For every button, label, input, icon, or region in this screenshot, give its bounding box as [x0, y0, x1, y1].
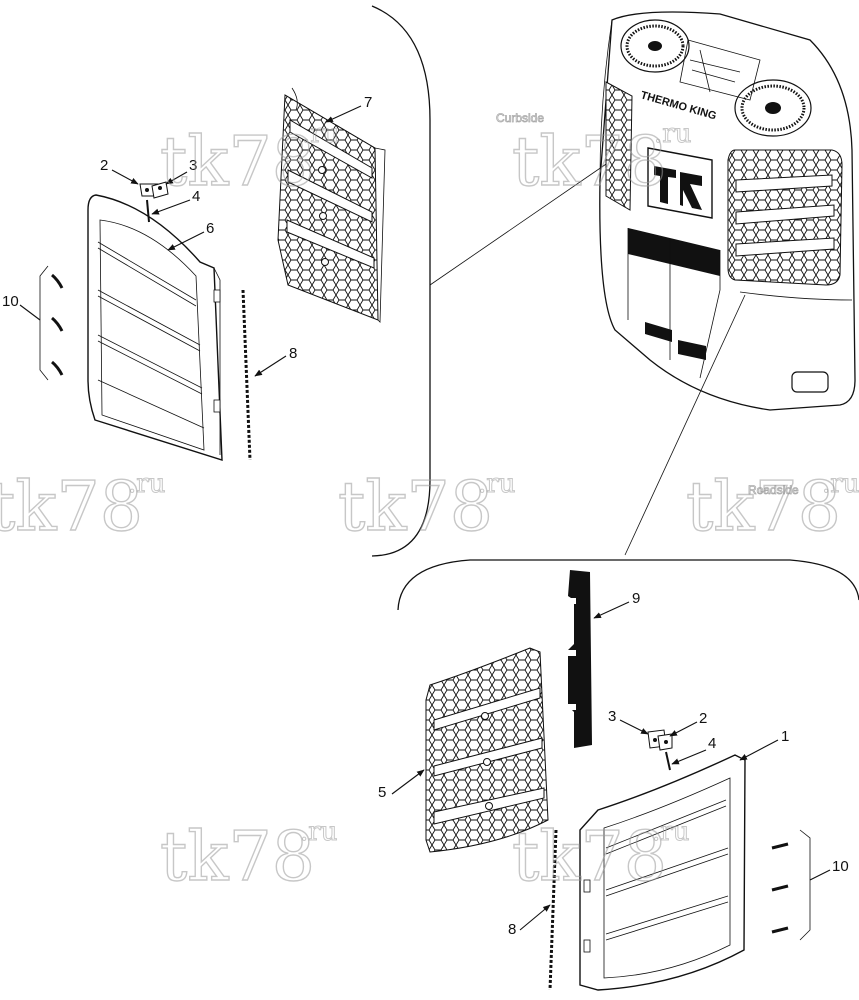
- curbside-seal-part: [241, 289, 252, 461]
- roadside-gasket-part: [568, 570, 592, 748]
- callout-5-label: 5: [378, 784, 386, 801]
- roadside-pin-part: [665, 751, 671, 771]
- watermark-suffix: .ru: [654, 119, 691, 149]
- callout-3b-label: 3: [608, 708, 616, 725]
- watermark-text: tk78: [512, 123, 667, 202]
- callout-4b-label: 4: [708, 735, 716, 752]
- roadside-screen-part: [425, 647, 549, 853]
- curbside-grille-assembly: [39, 87, 386, 461]
- callouts-bottom-right: 9 3 2 4 1 5 8 10: [378, 590, 849, 938]
- curbside-screen-part: [277, 87, 386, 323]
- curbside-clips-part: [39, 265, 64, 381]
- watermark-layer: tk78 .ru tk78 .ru tk78 .ru tk78 .ru tk78…: [0, 119, 859, 898]
- watermark-text: tk78: [160, 818, 315, 897]
- callout-8b-label: 8: [508, 921, 516, 938]
- watermark-text: tk78: [512, 818, 667, 897]
- condenser-fan-left-icon: [620, 19, 690, 73]
- roadside-grille-assembly: [425, 570, 811, 991]
- bottom-right-bubble-outline: [397, 294, 859, 611]
- callout-6-label: 6: [206, 220, 214, 237]
- callout-7-label: 7: [364, 94, 372, 111]
- callout-2b-label: 2: [699, 710, 707, 727]
- watermark-suffix: .ru: [822, 469, 859, 499]
- watermark-suffix: .ru: [128, 469, 165, 499]
- watermark-suffix: .ru: [478, 469, 515, 499]
- callout-2-label: 2: [100, 157, 108, 174]
- top-left-bubble-outline: [371, 5, 613, 557]
- callout-1-label: 1: [781, 728, 789, 745]
- callout-9-label: 9: [632, 590, 640, 607]
- watermark-suffix: .ru: [300, 817, 337, 847]
- watermark-text: tk78: [160, 123, 315, 202]
- roadside-label: Roadside: [748, 483, 799, 497]
- callouts-top-left: 2 3 4 6 7 8 10: [2, 94, 372, 377]
- callout-4-label: 4: [192, 188, 200, 205]
- curbside-hinge-part: [139, 181, 169, 199]
- condenser-fan-right-icon: [734, 79, 812, 137]
- callout-10b-label: 10: [832, 858, 849, 875]
- curbside-pin-part: [146, 199, 150, 223]
- watermark-suffix: .ru: [302, 119, 339, 149]
- watermark-text: tk78: [338, 468, 493, 547]
- watermark-text: tk78: [0, 468, 143, 547]
- thermo-king-unit: THERMO KING Curbside Roadside: [496, 11, 856, 497]
- callout-3-label: 3: [189, 157, 197, 174]
- callout-10-label: 10: [2, 293, 19, 310]
- roadside-seal-part: [548, 829, 558, 991]
- roadside-hinge-part: [647, 729, 673, 751]
- roadside-grille-part: [579, 754, 746, 991]
- tk-logo-icon: [647, 147, 713, 219]
- watermark-suffix: .ru: [652, 817, 689, 847]
- brand-text: THERMO KING: [639, 89, 718, 122]
- curbside-label: Curbside: [496, 111, 544, 125]
- roadside-clips-part: [771, 829, 811, 941]
- unit-front-grille: [727, 149, 843, 286]
- curbside-grille-part: [87, 194, 223, 461]
- watermark-text: tk78: [686, 468, 841, 547]
- callout-8-label: 8: [289, 345, 297, 362]
